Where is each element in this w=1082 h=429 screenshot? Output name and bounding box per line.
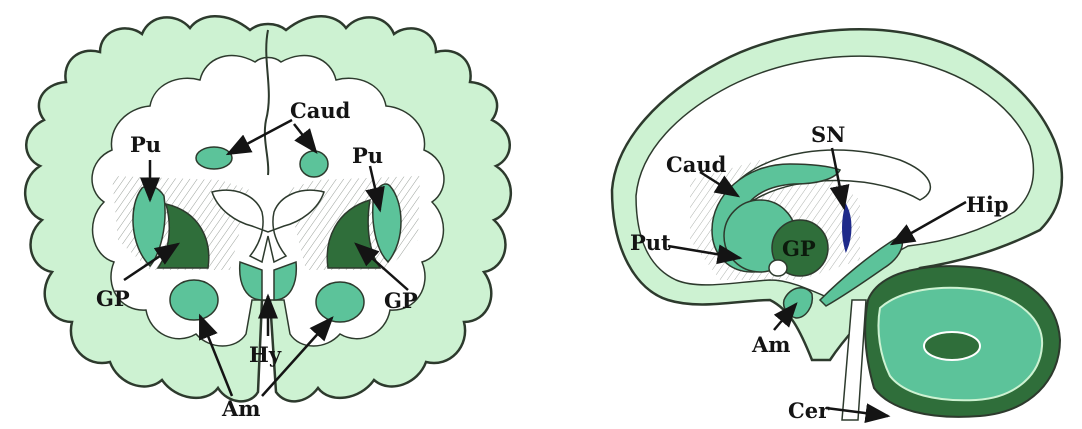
- label-putamen-left: Pu: [130, 134, 161, 155]
- label-caud-sagittal: Caud: [666, 154, 726, 175]
- label-substantia-nigra: SN: [811, 124, 845, 145]
- label-gp-sagittal: GP: [782, 238, 816, 259]
- label-putamen-right: Pu: [352, 145, 383, 166]
- coronal-caudate-left: [196, 147, 232, 169]
- label-amygdala-coronal: Am: [222, 398, 261, 419]
- label-hippocampus: Hip: [966, 194, 1009, 215]
- coronal-caudate-right: [300, 151, 328, 177]
- label-hypothalamus: Hy: [249, 344, 281, 365]
- sagittal-ventricle-notch: [769, 260, 787, 276]
- label-gp-right: GP: [384, 290, 418, 311]
- cerebellum-center: [924, 332, 980, 360]
- label-gp-left: GP: [96, 288, 130, 309]
- sagittal-section: [612, 29, 1062, 420]
- label-cerebellum: Cer: [788, 400, 829, 421]
- coronal-amygdala-right: [316, 282, 364, 322]
- label-putamen-sagittal: Put: [630, 232, 671, 253]
- label-caud-coronal: Caud: [290, 100, 350, 121]
- coronal-amygdala-left: [170, 280, 218, 320]
- label-amygdala-sagittal: Am: [752, 334, 791, 355]
